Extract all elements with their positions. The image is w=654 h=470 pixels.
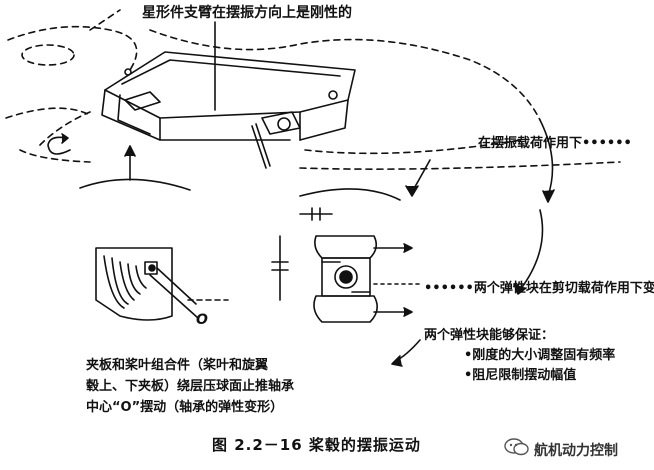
figure-caption: 图 2.2－16 桨毂的摆振运动 (212, 436, 421, 454)
stiffness-bullet: •刚度的大小调整固有频率 (464, 348, 616, 363)
grip-description: 夹板和桨叶组合件（桨叶和旋翼 毂上、下夹板）绕层压球面止推轴承 中心“O”摆动（… (86, 355, 404, 418)
grip-line-3: 中心“O”摆动（轴承的弹性变形） (86, 400, 284, 415)
top-note: 星形件支臂在摆振方向上是刚性的 (142, 5, 352, 21)
watermark: 航机动力控制 (534, 443, 618, 459)
elastic-blocks (313, 235, 421, 323)
shear-deform-label: ••••••两个弹性块在剪切载荷作用下变形 (424, 281, 654, 296)
damping-bullet: •阻尼限制摆动幅值 (464, 368, 577, 383)
rotation-arrow (47, 136, 71, 155)
grip-line-2: 毂上、下夹板）绕层压球面止推轴承 (86, 379, 295, 394)
center-o-label: O (196, 312, 208, 328)
elastic-guarantee-label: 两个弹性块能够保证： (424, 328, 555, 343)
laminated-bearing (95, 247, 229, 321)
lower-arc-right (299, 188, 401, 201)
grip-line-1: 夹板和桨叶组合件（桨叶和旋翼 (86, 358, 269, 373)
lower-arc-left (79, 178, 191, 191)
star-arm-body (101, 51, 356, 169)
hub-dashed-outline (5, 9, 621, 170)
center-axis (271, 235, 289, 301)
flap-arrow-right (539, 119, 554, 197)
flap-load-label: 在摆振载荷作用下•••••• (478, 136, 632, 151)
wechat-icon (504, 438, 529, 456)
